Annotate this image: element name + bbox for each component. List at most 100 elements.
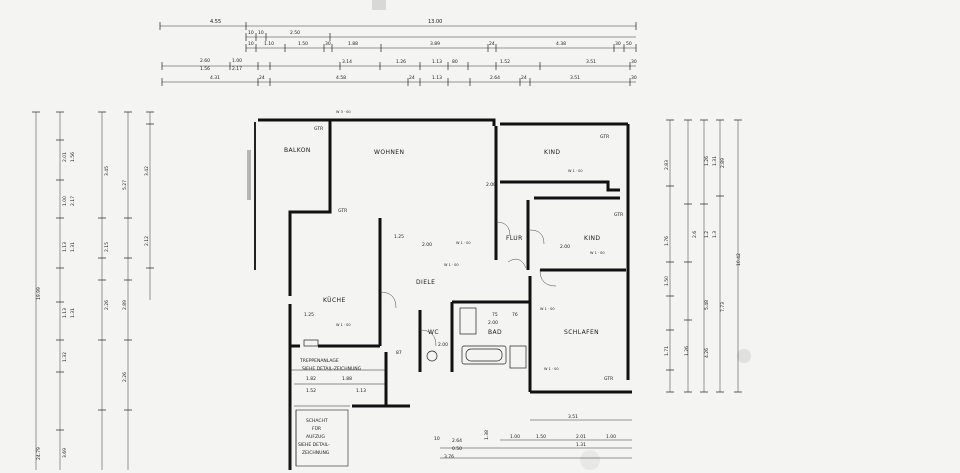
- shaft-label: SIEHE DETAIL-: [298, 442, 330, 448]
- inner-dim: 1.88: [342, 376, 352, 382]
- top-dimension-chains: 4.55 13.00 10 10 2.50 10 1.10 1.50 30 1.…: [159, 19, 637, 86]
- left-dim: 1.31: [70, 242, 76, 252]
- left-dim: 3.42: [144, 166, 150, 176]
- stair-and-shaft: [289, 369, 386, 470]
- window-note: W 1 · 00: [444, 263, 459, 267]
- left-dim: 2.12: [144, 236, 150, 246]
- inner-dim: 1.25: [394, 234, 404, 240]
- left-dimension-chains: 2.01 1.56 3.45 5.27 3.42 1.00 2.17 1.13 …: [32, 111, 154, 470]
- top-dim: 10: [248, 41, 254, 47]
- room-label-diele: DIELE: [416, 279, 435, 286]
- right-dim: 1.71: [664, 346, 670, 356]
- room-label-bad: BAD: [488, 329, 502, 336]
- gtr-label: GTR: [604, 376, 613, 382]
- top-dim: 4.38: [556, 41, 566, 47]
- inner-dim: 1.82: [306, 376, 316, 382]
- shaft-label: SCHACHT: [306, 418, 328, 424]
- bottom-dimension-chains: 3.51 1.00 1.50 2.01 1.00 1.31 2.64 0.50 …: [434, 414, 632, 460]
- inner-dim: 2.00: [438, 342, 448, 348]
- window-note: W 1 · 00: [590, 251, 605, 255]
- bottom-dim: 2.01: [576, 434, 586, 440]
- top-dim: 24: [259, 75, 265, 81]
- shaft-label: FÜR: [312, 425, 321, 432]
- bottom-dim: 10: [434, 436, 440, 442]
- inner-dim: 76: [512, 312, 518, 318]
- bottom-dim: 3.51: [568, 414, 578, 420]
- top-dim: 4.31: [210, 75, 220, 81]
- top-dim: 80: [452, 59, 458, 65]
- left-dim: 2.26: [104, 300, 110, 310]
- right-dimension-chains: 2.83 1.26 1.31 2.89 2.6 1.2 1.3 1.76 1.5…: [664, 119, 742, 393]
- gtr-label: GTR: [314, 126, 323, 132]
- top-dim: 24: [521, 75, 527, 81]
- room-label-wohnen: WOHNEN: [374, 149, 404, 156]
- left-dim: 1.00: [62, 196, 68, 206]
- window-note: W 1 · 00: [544, 367, 559, 371]
- room-label-flur: FLUR: [506, 235, 523, 242]
- room-label-wc: WC: [428, 329, 439, 336]
- gtr-label: GTR: [338, 208, 347, 214]
- left-dim-overall-2: 24.79: [36, 447, 42, 460]
- top-dim: 1.56: [200, 66, 210, 72]
- walls: [247, 118, 632, 470]
- room-label-balkon: BALKON: [284, 147, 311, 154]
- window-note: W 3 · 00: [336, 110, 351, 114]
- inner-dim: 1.13: [356, 388, 366, 394]
- top-dim: 1.52: [500, 59, 510, 65]
- right-dim: 2.6: [692, 231, 698, 238]
- stair-notes: TREPPENANLAGE SIEHE DETAIL-ZEICHNUNG SCH…: [298, 358, 362, 456]
- inner-dim: 87: [396, 350, 402, 356]
- top-dim: 1.88: [348, 41, 358, 47]
- gtr-labels: GTR GTR GTR GTR GTR: [314, 126, 623, 382]
- right-dim: 1.76: [664, 236, 670, 246]
- top-dim: 4.58: [336, 75, 346, 81]
- gtr-label: GTR: [600, 134, 609, 140]
- right-dim-overall: 10.42: [736, 253, 742, 266]
- shaft-label: AUFZUG: [306, 434, 325, 440]
- bottom-dim: 1.00: [510, 434, 520, 440]
- top-dim: 30: [631, 75, 637, 81]
- top-dim-4-55: 4.55: [210, 19, 221, 25]
- window-note: W 1 · 00: [336, 323, 351, 327]
- bottom-dim: 2.64: [452, 438, 462, 444]
- room-labels: BALKON WOHNEN KIND KIND FLUR DIELE KÜCHE…: [284, 147, 600, 336]
- gtr-label: GTR: [614, 212, 623, 218]
- top-dim: 1.50: [298, 41, 308, 47]
- left-dim: 5.27: [122, 180, 128, 190]
- left-dim: 2.17: [70, 196, 76, 206]
- inner-dim: 2.00: [560, 244, 570, 250]
- top-dim: 1.10: [264, 41, 274, 47]
- paper-marks: [372, 0, 751, 470]
- bottom-dim: 3.76: [444, 454, 454, 460]
- top-dim: 10: [248, 30, 254, 36]
- room-label-schlafen: SCHLAFEN: [564, 329, 599, 336]
- inner-dim: 2.00: [422, 242, 432, 248]
- room-label-kind-1: KIND: [544, 149, 560, 156]
- right-dim: 2.89: [720, 158, 726, 168]
- inner-dim: 1.25: [304, 312, 314, 318]
- top-dim: 2.50: [290, 30, 300, 36]
- left-dim: 3.69: [62, 448, 68, 458]
- top-dim: 2.60: [200, 58, 210, 64]
- room-label-kueche: KÜCHE: [323, 297, 346, 304]
- bottom-dim: 1.38: [484, 430, 490, 440]
- right-dim: 5.48: [704, 300, 710, 310]
- top-dim: 2.64: [490, 75, 500, 81]
- top-dim: 24: [489, 41, 495, 47]
- window-note: W 1 · 00: [456, 241, 471, 245]
- left-dim-overall-1: 19.99: [36, 287, 42, 300]
- bath-fixtures: [303, 307, 527, 369]
- left-dim: 1.13: [62, 308, 68, 318]
- inner-dim: 2.00: [486, 182, 496, 188]
- top-dim: 10: [258, 30, 264, 36]
- top-dim: 1.26: [396, 59, 406, 65]
- left-dim: 2.15: [104, 242, 110, 252]
- right-dim: 2.83: [664, 160, 670, 170]
- top-dim: 3.51: [586, 59, 596, 65]
- top-dim: 24: [409, 75, 415, 81]
- window-notes: W 3 · 00 W 1 · 00 W 1 · 00 W 1 · 00 W 1 …: [336, 110, 605, 371]
- top-dim: 3.14: [342, 59, 352, 65]
- left-dim: 2.01: [62, 152, 68, 162]
- bottom-dim: 1.31: [576, 442, 586, 448]
